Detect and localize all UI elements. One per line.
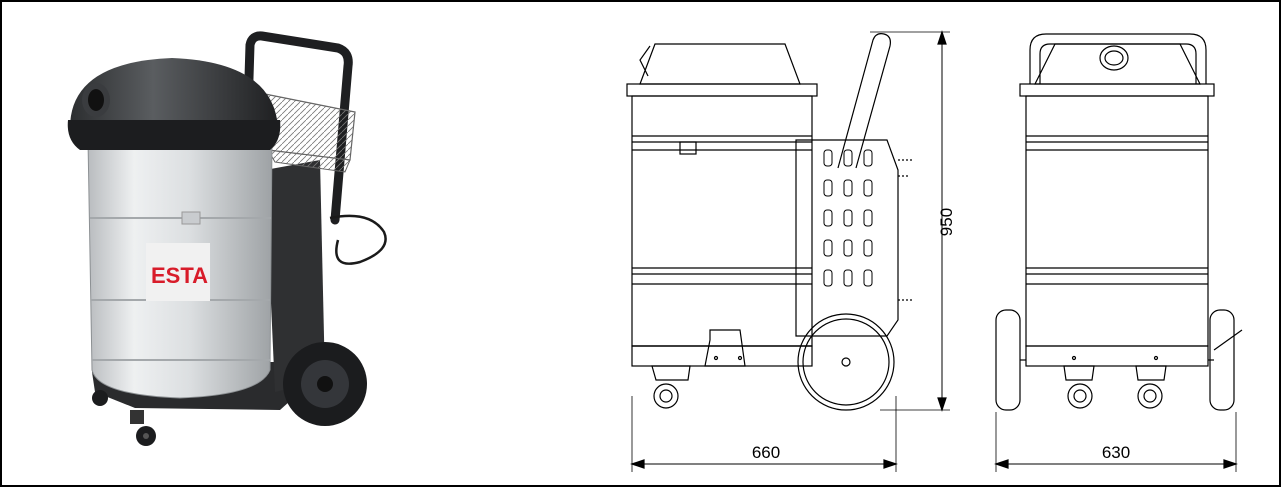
front-handle [1029,33,1207,84]
rear-castor [92,390,108,406]
height-dimension-label: 950 [937,208,956,236]
front-left-wheel [995,309,1021,411]
side-view-drawing [626,30,950,472]
side-drum [631,95,813,347]
front-drum [1025,95,1209,347]
drum-clip [181,211,201,225]
trolley-backplate [265,160,325,392]
trolley-handle [243,31,353,225]
brand-label [146,243,210,301]
front-width-dimension-label: 630 [1102,443,1130,462]
front-lid-rim [1019,83,1215,97]
rear-wheel [283,342,367,426]
suction-inlet [82,83,110,117]
lid-rim [67,120,281,150]
side-lid [639,43,801,85]
side-lid-rim [626,83,818,97]
lid-top [70,58,278,128]
front-view-drawing [994,33,1243,472]
front-castor [130,410,156,446]
side-wheel [797,313,895,411]
brand-text: ESTA [151,263,208,288]
side-backplate [795,139,899,337]
vacuum-photo: ESTA [67,31,387,446]
side-width-dimension-label: 660 [752,443,780,462]
power-cable [329,214,387,265]
